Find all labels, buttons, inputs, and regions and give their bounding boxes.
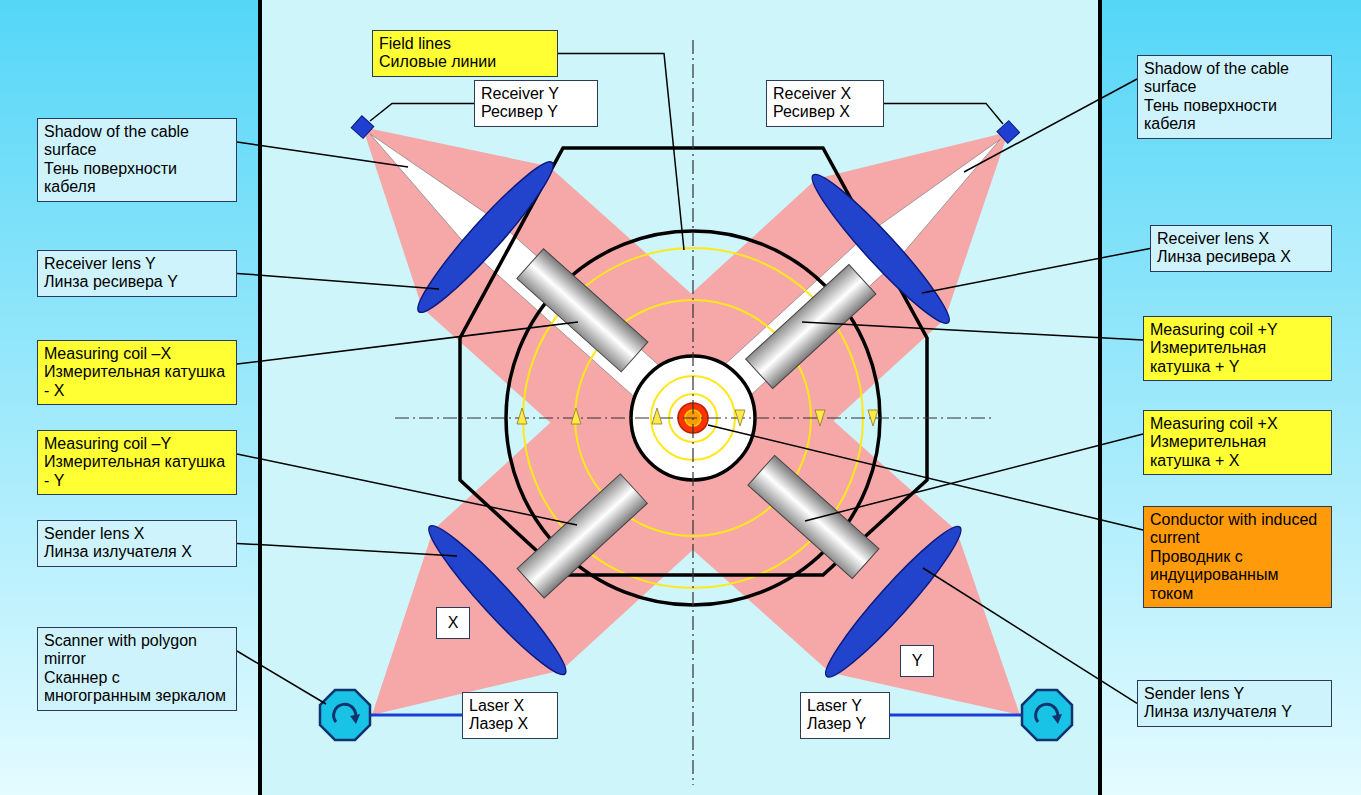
laser-box: Laser YЛазер Y [800,692,890,739]
callout-text: Сканнер с многогранным зеркалом [44,669,230,706]
callout-box: Receiver lens YЛинза ресивера Y [37,250,237,297]
center-lines [395,40,995,785]
leader-line [237,322,578,364]
callout-box: Conductor with induced currentПроводник … [1143,506,1332,608]
callout-box: Measuring coil +YИзмерительная катушка +… [1143,316,1332,381]
leader-line [802,322,1143,340]
callout-text: Receiver X [773,85,877,103]
callout-text: Измерительная катушка + X [1150,433,1325,470]
callout-text: Лазер Y [807,715,883,733]
callout-text: Laser X [469,697,551,715]
callout-text: Y [901,652,933,670]
leader-line [237,454,577,525]
callout-text: Sender lens X [44,525,230,543]
callout-text: Field lines [379,35,551,53]
lenses-and-receiver-y [290,47,971,686]
callout-box: Receiver XРесивер X [766,80,884,127]
axis-tag: X [436,607,470,639]
callout-box: Receiver YРесивер Y [474,80,598,127]
callout-text: Ресивер X [773,103,877,121]
callout-text: Измерительная катушка + Y [1150,339,1325,376]
callout-text: Измерительная катушка - Y [44,453,230,490]
callout-text: Measuring coil +Y [1150,321,1325,339]
callout-box: Field linesСиловые линии [372,30,558,77]
callout-text: Measuring coil –X [44,345,230,363]
callout-text: X [437,614,469,632]
callout-text: Shadow of the cable surface [44,123,230,160]
callout-text: Measuring coil +X [1150,415,1325,433]
callout-text: Тень поверхности кабеля [44,160,230,197]
leader-line [964,79,1137,172]
callout-text: Тень поверхности кабеля [1144,97,1325,134]
leader-line [237,273,439,289]
callout-text: Лазер X [469,715,551,733]
callout-box: Shadow of the cable surfaceТень поверхно… [1137,55,1332,139]
callout-text: Измерительная катушка - X [44,363,230,400]
leader-line [370,103,474,121]
housing-frame [260,0,1100,795]
callout-text: Проводник с индуцированным током [1150,548,1325,603]
callout-box: Receiver lens XЛинза ресивера X [1150,225,1332,272]
callout-text: Receiver Y [481,85,591,103]
callout-box: Sender lens YЛинза излучателя Y [1137,680,1332,727]
callout-text: Conductor with induced current [1150,511,1325,548]
callout-text: Scanner with polygon mirror [44,632,230,669]
leader-line [923,568,1137,703]
leader-line [922,248,1150,293]
laser-beam-y [299,56,1083,786]
leader-line [237,142,408,167]
field-direction-markers [517,408,878,426]
callout-box: Sender lens XЛинза излучателя X [37,520,237,567]
measuring-coils-y-axis [517,249,879,579]
polygon-scanner-y [1022,690,1072,740]
callout-box: Measuring coil –XИзмерительная катушка -… [37,340,237,405]
callout-box: Scanner with polygon mirrorСканнер с мно… [37,627,237,711]
axis-tag: Y [900,645,934,677]
laser-box: Laser XЛазер X [462,692,558,739]
callout-text: Линза излучателя Y [1144,703,1325,721]
callout-text: Laser Y [807,697,883,715]
callout-box: Measuring coil –YИзмерительная катушка -… [37,430,237,495]
callout-box: Measuring coil +XИзмерительная катушка +… [1143,410,1332,475]
callout-text: Линза ресивера X [1157,248,1325,266]
leader-line [708,425,1143,530]
callout-text: Ресивер Y [481,103,591,121]
callout-text: Measuring coil –Y [44,435,230,453]
callout-text: Receiver lens Y [44,255,230,273]
callout-box: Shadow of the cable surfaceТень поверхно… [37,118,237,202]
lenses-and-receiver-x [419,53,1082,684]
callout-text: Силовые линии [379,53,551,71]
callout-text: Receiver lens X [1157,230,1325,248]
callout-text: Линза ресивера Y [44,273,230,291]
callout-text: Shadow of the cable surface [1144,60,1325,97]
callout-text: Линза излучателя X [44,543,230,561]
leader-line [884,103,1003,124]
leader-line [237,543,457,556]
leader-line [805,434,1143,521]
callout-text: Sender lens Y [1144,685,1325,703]
polygon-scanner-x [320,690,370,740]
leader-line [237,651,326,704]
